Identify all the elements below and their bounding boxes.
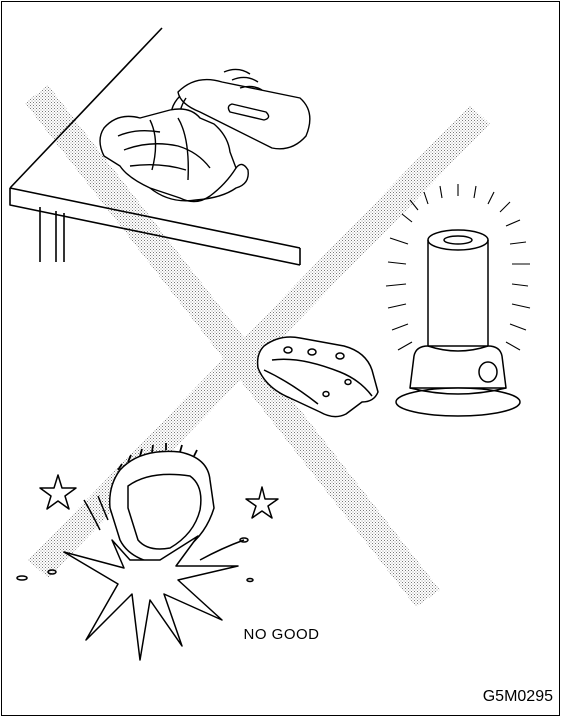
figure-caption: NO GOOD: [0, 626, 563, 643]
figure-code: G5M0295: [483, 688, 553, 706]
heater-near-airbag-icon: [386, 184, 530, 416]
water-spill-on-airbag-icon: [100, 69, 310, 201]
prohibition-cross-icon: [25, 85, 490, 607]
